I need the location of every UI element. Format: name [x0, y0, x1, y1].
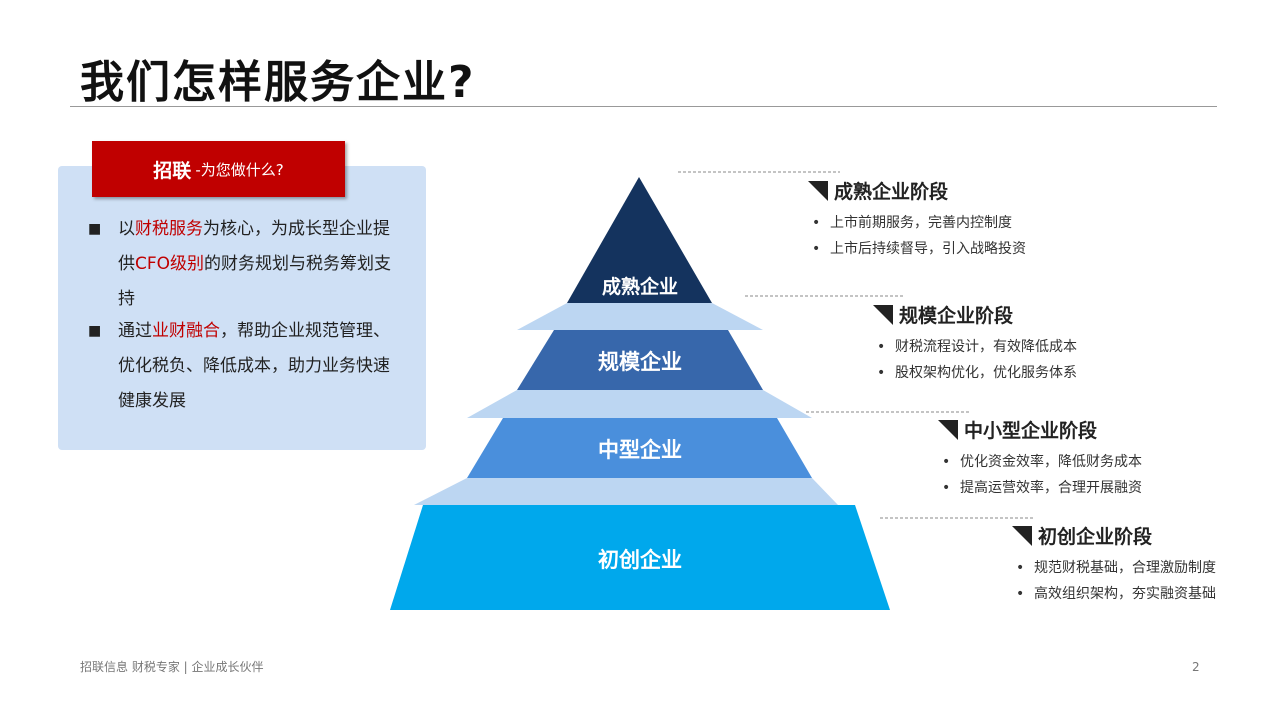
stage-title: 规模企业阶段: [899, 305, 1014, 327]
stage-item: 提高运营效率，合理开展融资: [938, 475, 1142, 501]
title-divider: [70, 106, 1217, 107]
intro-bullet-text: 通过业财融合，帮助企业规范管理、优化税负、降低成本，助力业务快速健康发展: [118, 321, 390, 411]
stage-item: 优化资金效率，降低财务成本: [938, 449, 1142, 475]
intro-panel: [58, 166, 426, 450]
pyramid-level-scale: [517, 330, 763, 390]
stage-item: 股权架构优化，优化服务体系: [873, 360, 1077, 386]
square-bullet-icon: ■: [88, 221, 102, 237]
pyramid-level-startup: [390, 505, 890, 610]
stage-item: 上市前期服务，完善内控制度: [808, 210, 1026, 236]
triangle-marker-icon: [808, 180, 828, 201]
stage-item: 规范财税基础，合理激励制度: [1012, 555, 1216, 581]
stage-item: 上市后持续督导，引入战略投资: [808, 236, 1026, 262]
pyramid-band: [517, 303, 763, 330]
stage-mid: 中小型企业阶段 优化资金效率，降低财务成本 提高运营效率，合理开展融资: [938, 416, 1142, 501]
pyramid-label-mid: 中型企业: [598, 438, 682, 462]
page-title: 我们怎样服务企业?: [80, 57, 476, 108]
stage-mature: 成熟企业阶段 上市前期服务，完善内控制度 上市后持续督导，引入战略投资: [808, 177, 1026, 262]
triangle-marker-icon: [873, 304, 893, 325]
page-number: 2: [1192, 660, 1200, 674]
footer-text: 招联信息 财税专家 | 企业成长伙伴: [80, 660, 264, 674]
pyramid-band: [414, 478, 838, 505]
intro-header: 招联 -为您做什么?: [92, 141, 345, 197]
pyramid-band: [467, 390, 812, 418]
stage-title: 初创企业阶段: [1038, 526, 1153, 548]
pyramid-label-startup: 初创企业: [598, 548, 682, 572]
intro-header-strong: 招联: [153, 159, 192, 182]
intro-header-sub: -为您做什么?: [195, 160, 284, 179]
pyramid-label-scale: 规模企业: [598, 350, 682, 374]
intro-bullet-text: 以财税服务为核心，为成长型企业提供CFO级别的财务规划与税务筹划支持: [118, 219, 392, 309]
stage-startup: 初创企业阶段 规范财税基础，合理激励制度 高效组织架构，夯实融资基础: [1012, 522, 1216, 607]
pyramid-level-mid: [467, 418, 812, 478]
triangle-marker-icon: [1012, 525, 1032, 546]
stage-scale: 规模企业阶段 财税流程设计，有效降低成本 股权架构优化，优化服务体系: [873, 301, 1077, 386]
triangle-marker-icon: [938, 419, 958, 440]
pyramid-level-mature: [567, 177, 712, 303]
stage-item: 高效组织架构，夯实融资基础: [1012, 581, 1216, 607]
stage-title: 中小型企业阶段: [964, 420, 1098, 442]
stage-title: 成熟企业阶段: [834, 181, 949, 203]
stage-item: 财税流程设计，有效降低成本: [873, 334, 1077, 360]
pyramid-label-mature: 成熟企业: [601, 276, 678, 298]
square-bullet-icon: ■: [88, 323, 102, 339]
